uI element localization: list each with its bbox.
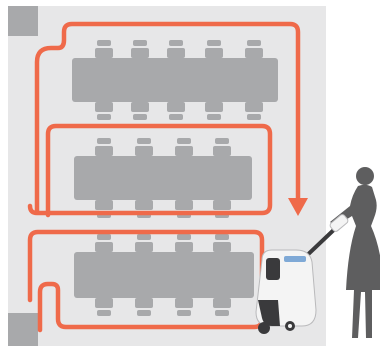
- chair-seat: [245, 102, 263, 112]
- chair-seat: [205, 102, 223, 112]
- chair-back: [169, 114, 183, 120]
- table-row-top: [72, 40, 278, 120]
- chair-middle-top-2: [135, 138, 153, 156]
- chair-back: [215, 310, 229, 316]
- conference-table-bottom: [74, 252, 254, 298]
- chair-back: [97, 234, 111, 240]
- chair-seat: [245, 48, 263, 58]
- chair-seat: [167, 48, 185, 58]
- chair-back: [177, 310, 191, 316]
- chair-top-bottom-4: [205, 102, 223, 120]
- chair-seat: [213, 298, 231, 308]
- cleaning-robot-icon: [255, 214, 349, 334]
- chair-seat: [95, 200, 113, 210]
- chair-back: [97, 114, 111, 120]
- chair-bottom-bottom-4: [213, 298, 231, 316]
- chair-bottom-bottom-3: [175, 298, 193, 316]
- chair-top-top-2: [131, 40, 149, 58]
- chair-middle-top-3: [175, 138, 193, 156]
- chair-back: [207, 114, 221, 120]
- chair-back: [137, 138, 151, 144]
- chair-top-top-5: [245, 40, 263, 58]
- furniture-layer: [72, 40, 278, 316]
- chair-top-bottom-3: [167, 102, 185, 120]
- chair-seat: [213, 146, 231, 156]
- chair-bottom-bottom-2: [135, 298, 153, 316]
- chair-bottom-top-4: [213, 234, 231, 252]
- person-silhouette-icon: [330, 167, 380, 338]
- chair-seat: [95, 146, 113, 156]
- chair-seat: [95, 48, 113, 58]
- chair-top-bottom-5: [245, 102, 263, 120]
- conference-table-top: [72, 58, 278, 102]
- chair-back: [137, 234, 151, 240]
- chair-seat: [175, 146, 193, 156]
- chair-middle-bottom-3: [175, 200, 193, 218]
- chair-seat: [205, 48, 223, 58]
- chair-seat: [135, 200, 153, 210]
- route-line: [27, 21, 301, 333]
- route-arrow-head: [288, 198, 308, 216]
- chair-back: [137, 310, 151, 316]
- chair-back: [97, 40, 111, 46]
- chair-back: [177, 234, 191, 240]
- chair-top-bottom-1: [95, 102, 113, 120]
- chair-top-top-1: [95, 40, 113, 58]
- chair-middle-bottom-4: [213, 200, 231, 218]
- chair-bottom-top-3: [175, 234, 193, 252]
- chair-back: [215, 234, 229, 240]
- chair-top-top-4: [205, 40, 223, 58]
- chair-seat: [131, 102, 149, 112]
- chair-seat: [95, 298, 113, 308]
- chair-top-top-3: [167, 40, 185, 58]
- cleaning-route: [27, 21, 308, 333]
- chair-seat: [175, 298, 193, 308]
- chair-seat: [167, 102, 185, 112]
- chair-top-bottom-2: [131, 102, 149, 120]
- chair-back: [97, 138, 111, 144]
- table-row-middle: [74, 138, 252, 218]
- chair-middle-top-1: [95, 138, 113, 156]
- pillar-bottom-left: [8, 313, 38, 346]
- chair-seat: [213, 200, 231, 210]
- chair-seat: [131, 48, 149, 58]
- chair-seat: [135, 146, 153, 156]
- chair-bottom-top-1: [95, 234, 113, 252]
- pillar-top-left: [8, 6, 38, 36]
- chair-middle-bottom-2: [135, 200, 153, 218]
- chair-seat: [95, 102, 113, 112]
- conference-table-middle: [74, 156, 252, 200]
- chair-back: [177, 138, 191, 144]
- chair-seat: [95, 242, 113, 252]
- chair-seat: [135, 298, 153, 308]
- chair-back: [133, 40, 147, 46]
- chair-bottom-top-2: [135, 234, 153, 252]
- chair-back: [169, 40, 183, 46]
- chair-back: [97, 310, 111, 316]
- chair-middle-bottom-1: [95, 200, 113, 218]
- chair-seat: [135, 242, 153, 252]
- chair-back: [247, 40, 261, 46]
- chair-bottom-bottom-1: [95, 298, 113, 316]
- chair-back: [207, 40, 221, 46]
- chair-middle-top-4: [213, 138, 231, 156]
- chair-seat: [175, 242, 193, 252]
- table-row-bottom: [74, 234, 254, 316]
- chair-seat: [175, 200, 193, 210]
- chair-back: [133, 114, 147, 120]
- chair-seat: [213, 242, 231, 252]
- chair-back: [247, 114, 261, 120]
- chair-back: [215, 138, 229, 144]
